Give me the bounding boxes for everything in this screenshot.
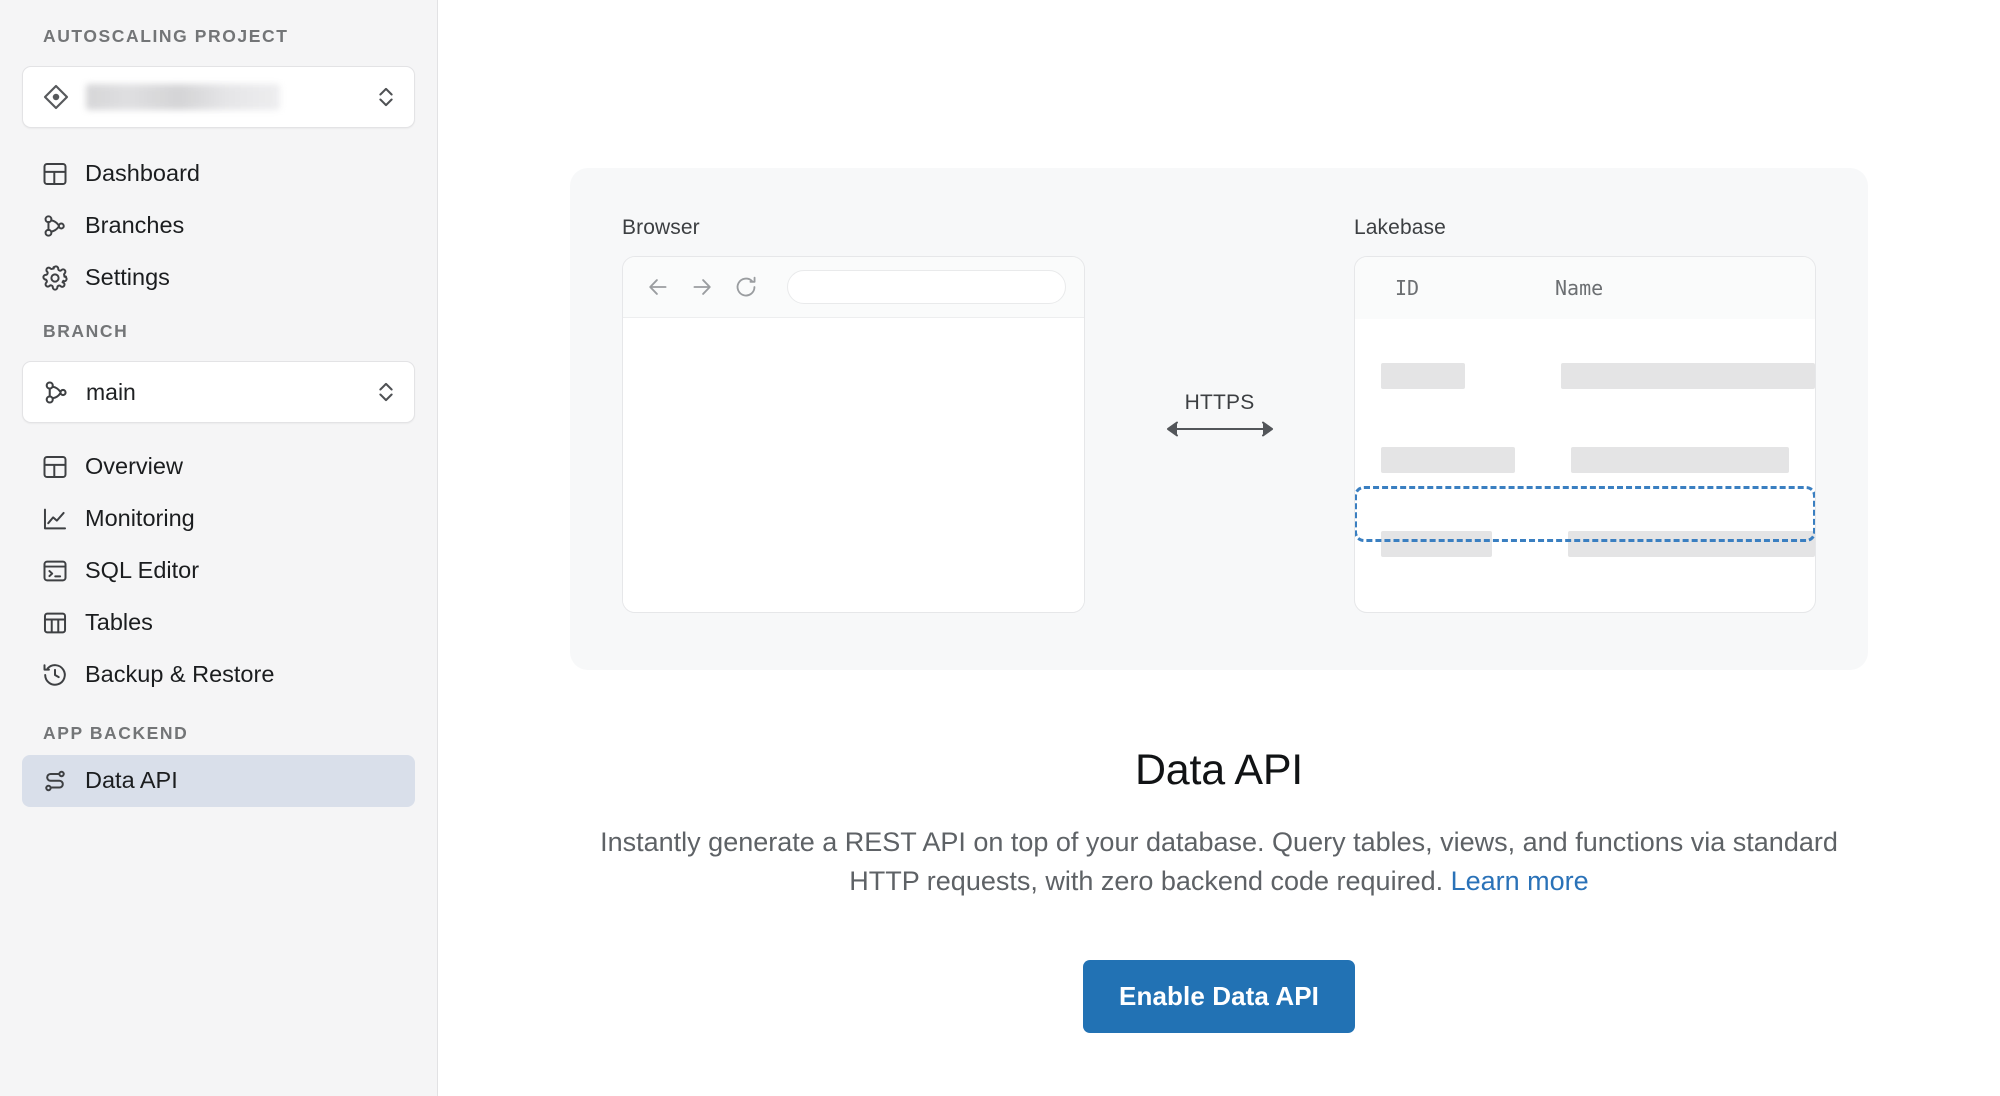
- branches-icon: [40, 212, 70, 240]
- double-arrow-icon: [1161, 417, 1279, 441]
- table-rows: [1355, 343, 1815, 577]
- sidebar-item-label: Backup & Restore: [85, 661, 275, 688]
- lakebase-panel-title: Lakebase: [1354, 216, 1446, 239]
- data-api-diagram: Browser: [570, 168, 1868, 670]
- branch-nav: Overview Monitoring: [22, 441, 415, 701]
- sidebar-item-label: Data API: [85, 767, 178, 794]
- section-label-app-backend: APP BACKEND: [43, 723, 189, 743]
- cell-placeholder-id: [1381, 363, 1465, 389]
- table-row[interactable]: [1355, 511, 1815, 577]
- sidebar-item-tables[interactable]: Tables: [22, 597, 415, 649]
- project-diamond-icon: [41, 82, 71, 112]
- app-backend-nav: Data API: [22, 755, 415, 807]
- branches-icon: [41, 377, 71, 407]
- sidebar-item-label: Tables: [85, 609, 153, 636]
- page-title: Data API: [1134, 746, 1304, 794]
- sidebar-item-overview[interactable]: Overview: [22, 441, 415, 493]
- cell-placeholder-name: [1571, 447, 1789, 473]
- table-row-selected[interactable]: [1355, 427, 1815, 493]
- project-selector[interactable]: [22, 66, 415, 128]
- project-name-redacted: [86, 84, 280, 110]
- sidebar-item-label: Branches: [85, 212, 185, 239]
- sidebar-item-label: Dashboard: [85, 160, 200, 187]
- https-connector: HTTPS: [1085, 168, 1354, 670]
- browser-frame: [622, 256, 1085, 613]
- cell-placeholder-id: [1381, 531, 1492, 557]
- table-header-row: ID Name: [1355, 257, 1815, 319]
- column-header-id: ID: [1395, 276, 1420, 300]
- sidebar-item-label: Monitoring: [85, 505, 195, 532]
- section-label-branch: BRANCH: [43, 321, 129, 341]
- cta-row: Enable Data API: [570, 960, 1868, 1034]
- lakebase-panel: Lakebase ID Name: [1354, 168, 1816, 613]
- sidebar-item-settings[interactable]: Settings: [22, 252, 415, 304]
- line-chart-icon: [40, 505, 70, 533]
- lakebase-table: ID Name: [1354, 256, 1816, 613]
- browser-url-input[interactable]: [787, 270, 1066, 304]
- reload-icon[interactable]: [733, 274, 759, 300]
- main-content: Browser: [438, 0, 2000, 1096]
- dashboard-grid-icon: [40, 453, 70, 481]
- branch-selector-value: main: [86, 378, 136, 405]
- cell-placeholder-id: [1381, 447, 1515, 473]
- sidebar-item-label: Overview: [85, 453, 183, 480]
- cell-placeholder-name: [1560, 363, 1815, 389]
- enable-data-api-button[interactable]: Enable Data API: [1083, 960, 1355, 1034]
- route-nodes-icon: [40, 767, 70, 795]
- learn-more-link[interactable]: Learn more: [1450, 866, 1589, 897]
- connector-label: HTTPS: [1184, 391, 1255, 414]
- sidebar-item-dashboard[interactable]: Dashboard: [22, 148, 415, 200]
- chevron-up-down-icon: [374, 82, 398, 112]
- browser-panel-title: Browser: [622, 216, 700, 239]
- sidebar-item-backup-restore[interactable]: Backup & Restore: [22, 649, 415, 701]
- browser-panel: Browser: [622, 168, 1085, 613]
- sidebar-item-label: Settings: [85, 264, 170, 291]
- chevron-up-down-icon: [374, 377, 398, 407]
- terminal-icon: [40, 557, 70, 585]
- sidebar-item-sql-editor[interactable]: SQL Editor: [22, 545, 415, 597]
- table-row[interactable]: [1355, 343, 1815, 409]
- arrow-right-icon[interactable]: [689, 274, 715, 300]
- table-icon: [40, 609, 70, 637]
- project-nav: Dashboard Branches: [22, 148, 415, 304]
- sidebar: AUTOSCALING PROJECT: [0, 0, 438, 1096]
- arrow-left-icon[interactable]: [645, 274, 671, 300]
- page-description-text: Instantly generate a REST API on top of …: [600, 827, 1838, 897]
- project-selector-value: [71, 84, 374, 110]
- page-description: Instantly generate a REST API on top of …: [589, 823, 1849, 901]
- gear-icon: [40, 264, 70, 292]
- sidebar-item-monitoring[interactable]: Monitoring: [22, 493, 415, 545]
- branch-selector[interactable]: main: [22, 361, 415, 423]
- column-header-name: Name: [1555, 276, 1604, 300]
- sidebar-item-data-api[interactable]: Data API: [22, 755, 415, 807]
- sidebar-item-label: SQL Editor: [85, 557, 200, 584]
- content-wrapper: Browser: [570, 0, 1868, 1034]
- sidebar-item-branches[interactable]: Branches: [22, 200, 415, 252]
- section-label-project: AUTOSCALING PROJECT: [43, 26, 289, 46]
- browser-viewport: [623, 318, 1084, 612]
- cell-placeholder-name: [1567, 531, 1815, 557]
- dashboard-grid-icon: [40, 160, 70, 188]
- browser-toolbar: [623, 257, 1084, 318]
- history-clock-icon: [40, 661, 70, 689]
